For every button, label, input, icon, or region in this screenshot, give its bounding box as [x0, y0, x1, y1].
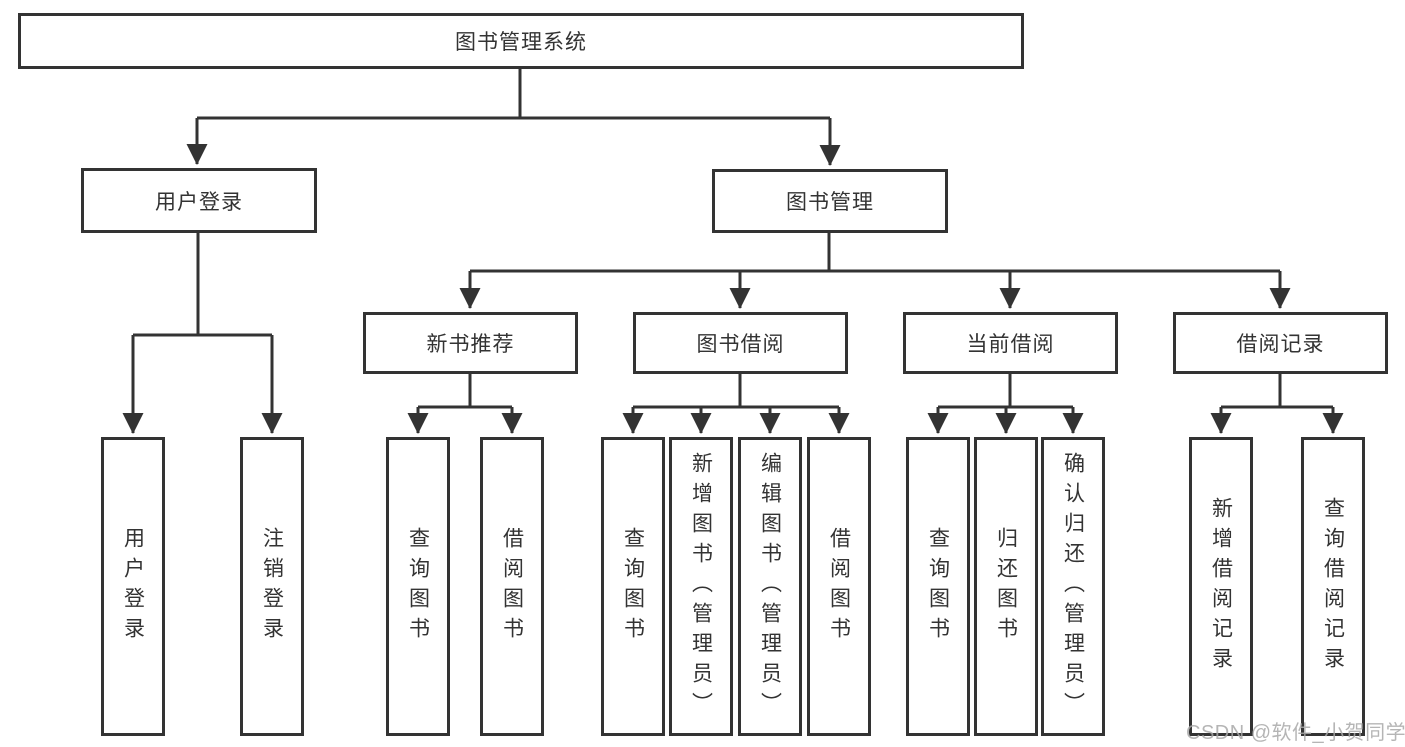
- leaf-newrec-query-books-label: 查询图书: [406, 526, 430, 647]
- node-user-login-label: 用户登录: [155, 190, 243, 214]
- node-book-borrow-label: 图书借阅: [696, 333, 785, 356]
- leaf-newrec-borrow-books-label: 借阅图书: [500, 526, 524, 647]
- leaf-logout: 注销登录: [240, 437, 304, 736]
- node-borrow-records: 借阅记录: [1173, 312, 1388, 374]
- leaf-newrec-borrow-books: 借阅图书: [480, 437, 544, 736]
- leaf-borrow-borrow-books-label: 借阅图书: [827, 526, 851, 647]
- leaf-add-book-admin: 新增图书（管理员）: [669, 437, 733, 736]
- leaf-query-borrow-record-label: 查询借阅记录: [1321, 496, 1345, 677]
- node-root-label: 图书管理系统: [455, 31, 587, 54]
- node-book-management-label: 图书管理: [786, 191, 874, 214]
- node-book-borrow: 图书借阅: [633, 312, 848, 374]
- leaf-query-borrow-record: 查询借阅记录: [1301, 437, 1365, 736]
- leaf-edit-book-admin-label: 编辑图书（管理员）: [758, 451, 782, 722]
- node-current-borrow-label: 当前借阅: [966, 333, 1055, 356]
- leaf-return-book-label: 归还图书: [994, 526, 1018, 647]
- leaf-user-login: 用户登录: [101, 437, 165, 736]
- leaf-add-book-admin-label: 新增图书（管理员）: [689, 451, 713, 722]
- leaf-add-borrow-record-label: 新增借阅记录: [1209, 496, 1233, 677]
- leaf-confirm-return-admin-label: 确认归还（管理员）: [1061, 451, 1085, 722]
- leaf-newrec-query-books: 查询图书: [386, 437, 450, 736]
- leaf-current-query-books: 查询图书: [906, 437, 970, 736]
- node-current-borrow: 当前借阅: [903, 312, 1118, 374]
- node-borrow-records-label: 借阅记录: [1236, 333, 1325, 356]
- node-user-login: 用户登录: [81, 168, 317, 233]
- node-book-management: 图书管理: [712, 169, 948, 233]
- node-root: 图书管理系统: [18, 13, 1024, 69]
- leaf-current-query-books-label: 查询图书: [926, 526, 950, 647]
- leaf-logout-label: 注销登录: [260, 526, 284, 647]
- leaf-add-borrow-record: 新增借阅记录: [1189, 437, 1253, 736]
- leaf-borrow-query-books: 查询图书: [601, 437, 665, 736]
- leaf-confirm-return-admin: 确认归还（管理员）: [1041, 437, 1105, 736]
- node-new-book-recommend-label: 新书推荐: [426, 333, 515, 356]
- leaf-borrow-query-books-label: 查询图书: [621, 526, 645, 647]
- leaf-return-book: 归还图书: [974, 437, 1038, 736]
- leaf-edit-book-admin: 编辑图书（管理员）: [738, 437, 802, 736]
- node-new-book-recommend: 新书推荐: [363, 312, 578, 374]
- leaf-user-login-label: 用户登录: [121, 526, 145, 647]
- csdn-watermark: CSDN @软件_小贺同学: [1186, 722, 1405, 744]
- leaf-borrow-borrow-books: 借阅图书: [807, 437, 871, 736]
